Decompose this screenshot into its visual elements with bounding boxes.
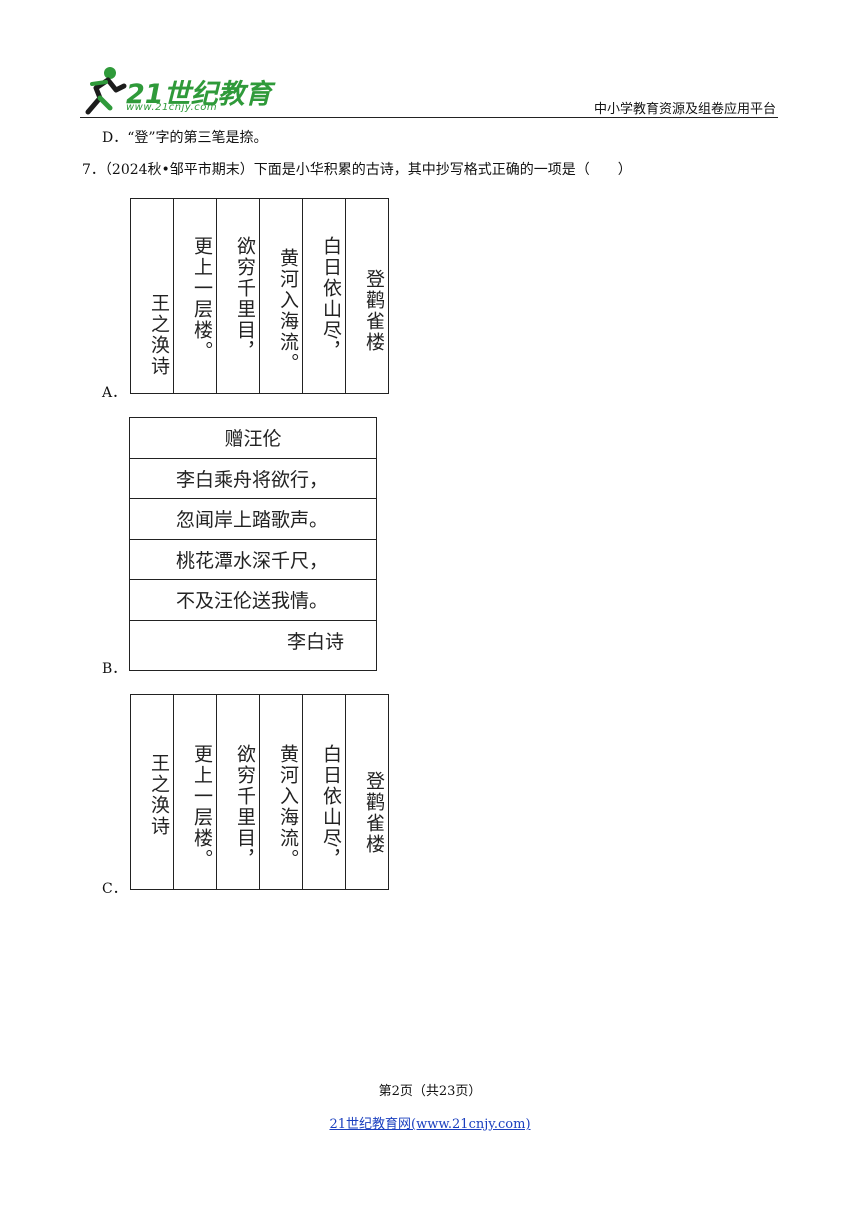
logo-subtitle: www.21cnjy.com [126,102,218,113]
poem-column: 黄河入海流。 [260,199,303,393]
poem-column-text: 欲穷千里目， [234,236,256,362]
poem-row: 不及汪伦送我情。 [130,580,376,621]
poem-column: 更上一层楼。 [174,199,217,393]
poem-column: 黄河入海流。 [260,695,303,889]
poem-column-text: 登鹳雀楼 [363,269,385,353]
poem-column: 更上一层楼。 [174,695,217,889]
previous-option-d: D．“登”字的第三笔是捺。 [102,130,268,146]
option-a-poem-grid: 王之涣诗 更上一层楼。 欲穷千里目， 黄河入海流。 白日依山尽， 登鹳雀楼 [130,198,389,394]
poem-column-text: 黄河入海流。 [277,744,299,870]
header-divider [80,117,778,118]
page-number: 第2页（共23页） [378,1084,482,1099]
poem-column-text: 黄河入海流。 [277,248,299,374]
runner-logo-icon [85,67,127,115]
page-header: 21世纪教育 www.21cnjy.com 中小学教育资源及组卷应用平台 [80,64,778,118]
footer-link[interactable]: 21世纪教育网(www.21cnjy.com) [329,1117,531,1132]
poem-column: 登鹳雀楼 [346,199,388,393]
poem-column-text: 欲穷千里目， [234,744,256,870]
poem-column-text: 登鹳雀楼 [363,771,385,855]
poem-column: 白日依山尽， [303,695,346,889]
poem-row: 赠汪伦 [130,418,376,459]
poem-column: 白日依山尽， [303,199,346,393]
poem-column: 欲穷千里目， [217,695,260,889]
poem-column: 王之涣诗 [131,695,174,889]
option-a-label[interactable]: A． [102,385,127,401]
poem-column-text: 白日依山尽， [320,744,342,870]
poem-column-text: 王之涣诗 [148,753,170,837]
poem-column: 王之涣诗 [131,199,174,393]
poem-column-text: 更上一层楼。 [191,744,213,870]
poem-row: 忽闻岸上踏歌声。 [130,499,376,540]
poem-row: 桃花潭水深千尺， [130,540,376,580]
poem-row: 李白乘舟将欲行， [130,459,376,499]
poem-column: 欲穷千里目， [217,199,260,393]
logo-title: 21世纪教育 [126,79,272,110]
option-b-poem-grid: 赠汪伦 李白乘舟将欲行， 忽闻岸上踏歌声。 桃花潭水深千尺， 不及汪伦送我情。 … [129,417,377,671]
poem-column-text: 白日依山尽， [320,236,342,362]
option-b-label[interactable]: B． [102,661,127,677]
logo: 21世纪教育 www.21cnjy.com [80,64,320,116]
poem-column: 登鹳雀楼 [346,695,388,889]
platform-name: 中小学教育资源及组卷应用平台 [593,102,776,117]
poem-column-text: 王之涣诗 [148,293,170,377]
option-c-poem-grid: 王之涣诗 更上一层楼。 欲穷千里目， 黄河入海流。 白日依山尽， 登鹳雀楼 [130,694,389,890]
question-text: 7．（2024秋•邹平市期末）下面是小华积累的古诗，其中抄写格式正确的一项是（ … [82,162,632,178]
poem-column-text: 更上一层楼。 [191,236,213,362]
option-c-label[interactable]: C． [102,881,127,897]
poem-row: 李白诗 [286,631,344,654]
